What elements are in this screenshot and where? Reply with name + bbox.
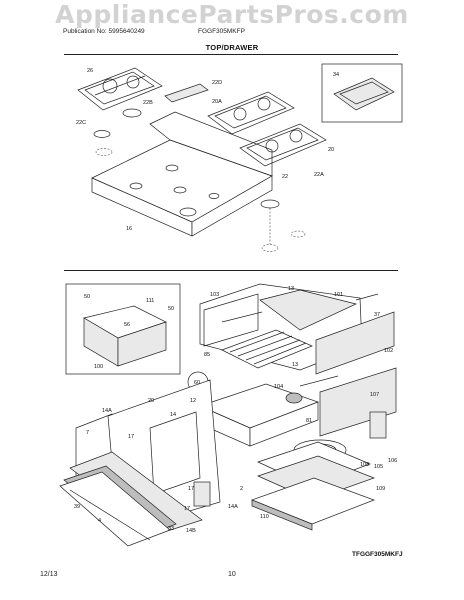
footer-page-number: 10 — [228, 571, 236, 578]
label-60: 60 — [194, 380, 200, 386]
burner-caps-drawing — [93, 108, 142, 171]
label-16: 16 — [126, 226, 132, 232]
label-102: 102 — [384, 348, 393, 354]
middle-rule — [64, 270, 398, 271]
label-37: 37 — [374, 312, 380, 318]
drawing-code: TFGGF305MKFJ — [352, 551, 403, 558]
label-14: 14 — [170, 412, 176, 418]
label-50-a: 50 — [84, 294, 90, 300]
label-14A-a: 14A — [102, 408, 112, 414]
label-22C: 22C — [76, 120, 86, 126]
label-100: 100 — [94, 364, 103, 370]
section-title: TOP/DRAWER — [205, 43, 259, 52]
label-13-b: 13 — [292, 362, 298, 368]
label-104: 104 — [274, 384, 283, 390]
label-34: 34 — [333, 72, 339, 78]
footer-date: 12/13 — [40, 571, 58, 578]
knob-drawing — [285, 392, 303, 404]
label-56: 56 — [124, 322, 130, 328]
publication-number: Publication No: 5995640249 — [63, 28, 145, 35]
label-107: 107 — [370, 392, 379, 398]
small-parts-drawing — [193, 293, 387, 507]
label-7: 7 — [86, 430, 89, 436]
label-12: 12 — [190, 398, 196, 404]
label-20A: 20A — [212, 99, 222, 105]
center-grate-drawing — [164, 83, 209, 103]
drawer-front-drawing — [59, 379, 221, 547]
griddle-box-drawing — [321, 63, 403, 123]
label-50-b: 50 — [168, 306, 174, 312]
label-105: 105 — [374, 464, 383, 470]
label-4: 4 — [98, 518, 101, 524]
label-22B: 22B — [143, 100, 153, 106]
drawer-frame-drawing — [199, 383, 320, 447]
side-panels-drawing — [315, 311, 397, 437]
grommets-drawing — [260, 199, 306, 252]
grate-left-drawing — [77, 67, 163, 111]
label-14A-b: 14A — [228, 504, 238, 510]
label-85: 85 — [204, 352, 210, 358]
label-29: 29 — [148, 398, 154, 404]
rack-drawing — [221, 329, 313, 369]
label-22A: 22A — [314, 172, 324, 178]
label-13-a: 13 — [288, 286, 294, 292]
label-17-a: 17 — [128, 434, 134, 440]
drawer-tray-drawing — [251, 441, 375, 531]
label-39: 39 — [74, 504, 80, 510]
label-109: 109 — [376, 486, 385, 492]
cooktop-drawing — [91, 111, 273, 237]
inset-box-drawing — [65, 283, 181, 375]
label-111: 111 — [146, 298, 154, 304]
label-2: 2 — [240, 486, 243, 492]
label-26: 26 — [87, 68, 93, 74]
label-14B: 14B — [186, 528, 196, 534]
label-22: 22 — [282, 174, 288, 180]
label-81: 81 — [306, 418, 312, 424]
label-110: 110 — [260, 514, 269, 520]
label-17-c: 17 — [184, 506, 190, 512]
label-22D: 22D — [212, 80, 222, 86]
model-number: FGGF305MKFP — [198, 28, 245, 35]
label-101: 101 — [334, 292, 343, 298]
label-33: 33 — [168, 526, 174, 532]
label-106: 106 — [388, 458, 397, 464]
label-103: 103 — [210, 292, 219, 298]
top-rule — [64, 54, 398, 55]
label-108: 108 — [360, 462, 369, 468]
watermark: AppliancePartsPros.com — [55, 0, 409, 29]
label-17-b: 17 — [188, 486, 194, 492]
grate-right-drawing — [207, 91, 327, 167]
label-20: 20 — [328, 147, 334, 153]
